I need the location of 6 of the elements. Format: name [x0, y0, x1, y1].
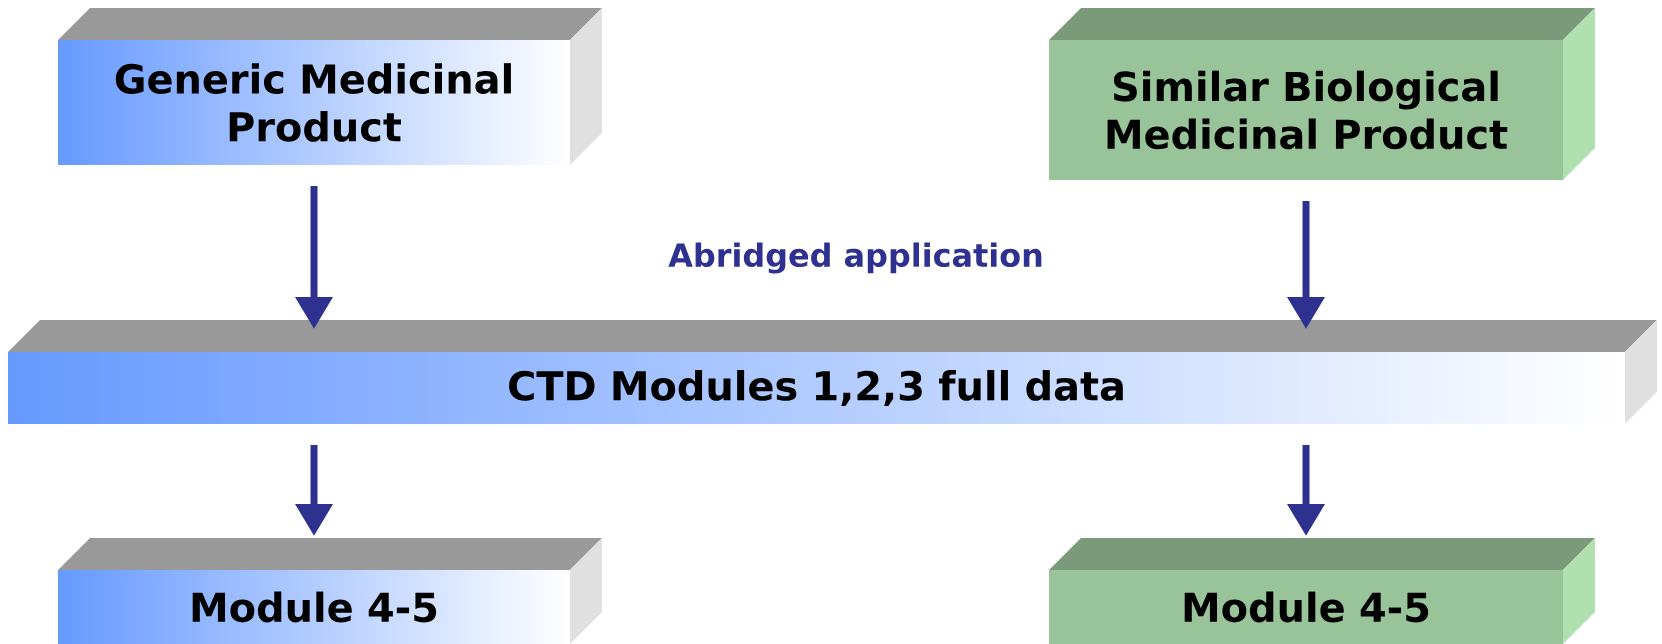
process-box: Module 4-5: [58, 538, 602, 644]
process-box: Generic Medicinal Product: [58, 8, 602, 165]
process-box: Similar Biological Medicinal Product: [1049, 8, 1595, 180]
process-box: Module 4-5: [1049, 538, 1595, 644]
process-box: CTD Modules 1,2,3 full data: [8, 320, 1657, 424]
caption-text: Abridged application: [668, 242, 1042, 274]
